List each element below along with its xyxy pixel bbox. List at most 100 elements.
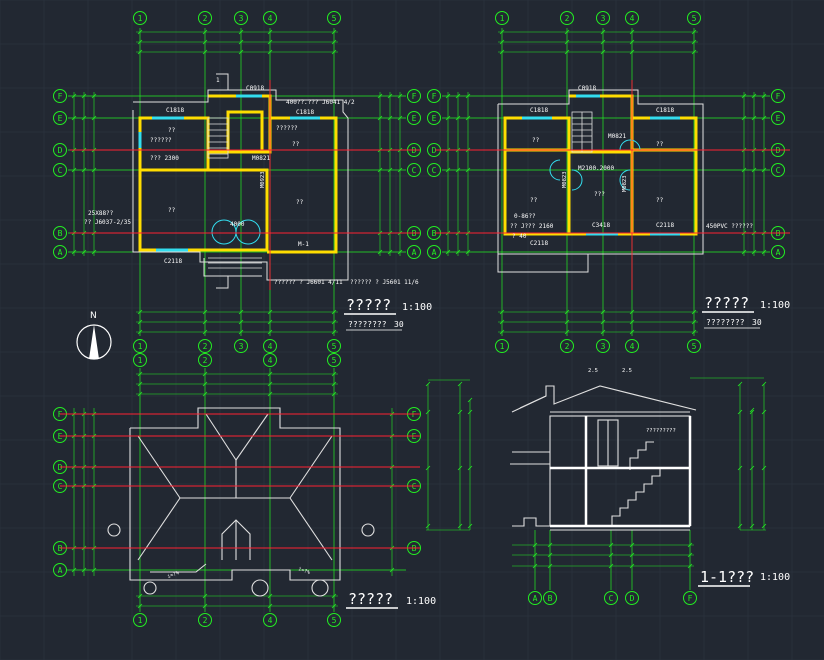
p1-title: ????? xyxy=(346,296,391,314)
axis-label-row: F xyxy=(776,92,781,101)
axis-label-col: 3 xyxy=(601,342,606,351)
axis-bubble xyxy=(234,11,248,25)
axis-label-col: 1 xyxy=(138,616,143,625)
plan1-title-block: ????? 1:100 ???????? 30 xyxy=(344,296,432,331)
axis-label-col: F xyxy=(688,594,693,603)
plan2-vertical-labels: M0823 M0823 xyxy=(562,171,628,192)
dim-tick xyxy=(457,409,463,415)
axis-label-row: F xyxy=(58,410,63,419)
axis-label-col: 3 xyxy=(239,14,244,23)
p1-room-right: ?? xyxy=(296,199,304,206)
axis-label-row: B xyxy=(58,229,63,238)
axis-label-row: B xyxy=(412,544,417,553)
axis-bubble xyxy=(327,353,341,367)
roof-dimension-lines xyxy=(71,371,395,609)
plan1-vertical-labels: M0923 xyxy=(260,171,266,188)
p1-subtitle-num: 30 xyxy=(394,320,404,329)
axis-bubble xyxy=(263,339,277,353)
p2-subtitle-num: 30 xyxy=(752,318,762,327)
axis-label-col: 3 xyxy=(601,14,606,23)
p2-room-e: ??? xyxy=(594,191,605,198)
axis-label-row: F xyxy=(58,92,63,101)
axis-label-row: B xyxy=(776,229,781,238)
p2-note-bal2: ?? J??? 2160 xyxy=(510,223,554,230)
axis-label-row: C xyxy=(776,166,781,175)
p1-note-bot1: ?????? ? J6601 4/11 xyxy=(274,279,343,286)
plan2-doors xyxy=(549,139,641,191)
dim-tick xyxy=(737,381,743,387)
axis-bubble xyxy=(543,591,557,605)
roof-slope1: i=?% xyxy=(167,570,180,580)
axis-label-row: E xyxy=(58,432,63,441)
dim-tick xyxy=(761,523,767,529)
dim-tick xyxy=(457,523,463,529)
axis-bubble xyxy=(263,353,277,367)
axis-bubble xyxy=(528,591,542,605)
section-scale: 1:100 xyxy=(760,572,790,583)
p2-window-c3418: C3418 xyxy=(592,222,610,229)
axis-label-col: 2 xyxy=(565,14,570,23)
axis-label-col: 4 xyxy=(630,342,635,351)
plan2-labels: C1818 C0918 C1818 C3418 C2118 C2118 ?? ?… xyxy=(510,85,753,247)
plan1-labels: C1818 C0918 C1818 C2118 ?? ?????? ??? 23… xyxy=(84,77,419,286)
axis-bubble xyxy=(683,591,697,605)
section-building xyxy=(510,385,697,531)
p2-door-m0821: M0821 xyxy=(608,133,626,140)
axis-label-col: 2 xyxy=(203,14,208,23)
axis-label-col: 1 xyxy=(500,14,505,23)
roof-scale: 1:100 xyxy=(406,596,436,607)
dim-tick xyxy=(425,381,431,387)
dim-tick xyxy=(425,409,431,415)
dim-tick xyxy=(467,523,473,529)
p1-door-m0923: M0923 xyxy=(260,171,266,188)
axis-bubble xyxy=(687,11,701,25)
plan1-red-lines xyxy=(70,80,420,290)
axis-label-row: A xyxy=(58,248,63,257)
p2-window-c2118b: C2118 xyxy=(530,240,548,247)
axis-bubble xyxy=(427,245,441,259)
p1-room-right-top: ?????? xyxy=(276,125,298,132)
axis-label-row: D xyxy=(776,146,781,155)
axis-label-col: A xyxy=(533,594,538,603)
dim-tick xyxy=(425,465,431,471)
p1-note-top: 400??.??? J6041 4/2 xyxy=(286,99,355,106)
axis-label-row: E xyxy=(412,432,417,441)
north-label: N xyxy=(90,311,97,321)
axis-label-col: 5 xyxy=(332,342,337,351)
roof-labels: i=?% i=?% xyxy=(167,566,311,580)
p2-note-bal1: 0-86?? xyxy=(514,213,536,220)
axis-label-row: E xyxy=(58,114,63,123)
axis-bubble xyxy=(198,339,212,353)
dim-tick xyxy=(761,409,767,415)
plan1-dimension-lines xyxy=(71,29,403,335)
axis-label-col: 4 xyxy=(268,14,273,23)
axis-label-col: 2 xyxy=(203,616,208,625)
p1-number-1: 1 xyxy=(216,77,220,84)
plan2-title-block: ????? 1:100 ???????? 30 xyxy=(702,294,790,329)
dim-tick xyxy=(761,381,767,387)
dim-tick xyxy=(457,465,463,471)
axis-bubble xyxy=(625,339,639,353)
axis-bubble xyxy=(198,11,212,25)
plan1-outer-outline xyxy=(132,73,349,289)
axis-label-row: B xyxy=(412,229,417,238)
roof-title-block: ????? 1:100 xyxy=(346,590,436,609)
axis-bubble xyxy=(53,563,67,577)
axis-label-col: B xyxy=(548,594,553,603)
dim-tick xyxy=(467,397,473,403)
axis-label-row: A xyxy=(776,248,781,257)
p2-note-bal3: ? 40 xyxy=(512,233,527,240)
axis-label-col: 3 xyxy=(239,342,244,351)
roof-slope2: i=?% xyxy=(297,566,310,576)
axis-bubble xyxy=(427,89,441,103)
axis-label-col: 1 xyxy=(138,342,143,351)
plan2-stair xyxy=(571,111,593,153)
axis-label-col: 1 xyxy=(138,14,143,23)
axis-bubble xyxy=(327,339,341,353)
